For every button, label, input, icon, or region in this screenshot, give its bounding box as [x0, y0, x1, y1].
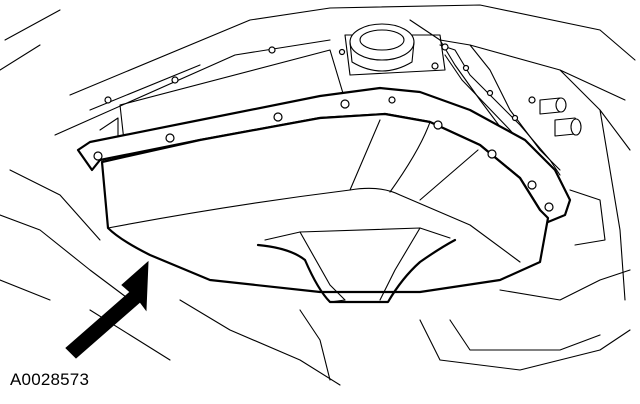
- figure-reference-code: A0028573: [10, 370, 90, 389]
- block-bolts: [104, 46, 536, 104]
- pointer-arrow-icon: [65, 260, 149, 359]
- filler-cap: [349, 23, 415, 72]
- pan-flange-bolts: [93, 96, 554, 212]
- oil-pan: [76, 86, 572, 304]
- pipe-fittings: [539, 97, 582, 137]
